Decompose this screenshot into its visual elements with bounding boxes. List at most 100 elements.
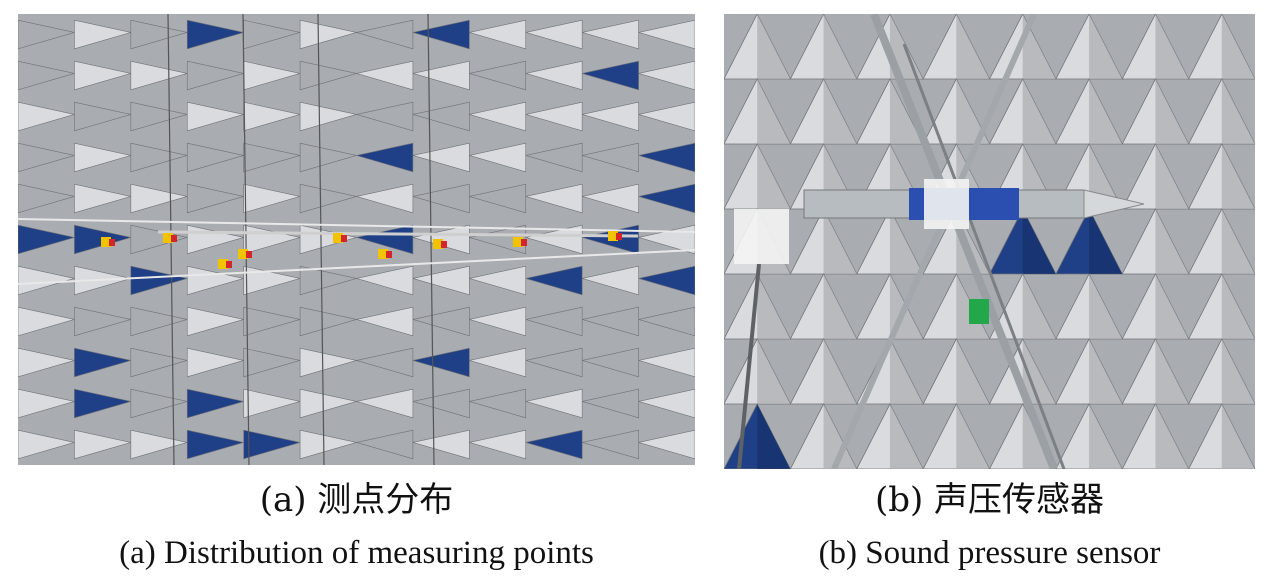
measuring-point-marker [238,249,248,259]
caption-a-english: (a) Distribution of measuring points [119,535,594,571]
foam-wedge [74,306,131,337]
foam-wedge [243,347,301,378]
foam-pyramid-shadow [1221,274,1255,339]
foam-wedge [299,183,357,214]
foam-wedge [74,429,131,460]
foam-wedge [469,306,527,337]
foam-wedge [74,347,131,378]
foam-wedge [412,388,470,419]
foam-pyramid-shadow [889,404,924,469]
foam-wedge [186,306,244,337]
foam-pyramid-shadow [1155,339,1189,404]
foam-wedge [130,429,188,460]
support-rod [157,230,639,238]
foam-wedge [525,224,583,255]
foam-wedge [74,60,131,91]
foam-wedge [186,347,244,378]
foam-pyramid-shadow [1089,274,1123,339]
foam-wedge [356,429,414,460]
foam-wedge [74,101,131,132]
foam-wedge [18,19,75,50]
foam-wedge [412,347,470,378]
foam-pyramid-shadow [1089,209,1123,274]
foam-pyramid-shadow [1089,404,1123,469]
foam-wedge [186,429,244,460]
foam-wedge [356,60,414,91]
foam-wedge [356,265,414,296]
foam-wedge [186,142,244,173]
foam-pyramid-shadow [1221,339,1255,404]
foam-wedge [525,429,583,460]
measuring-point-marker-tag [226,261,232,268]
foam-wedge [412,183,470,214]
foam-wedge [525,183,583,214]
foam-pyramid-shadow [1022,79,1056,144]
measuring-point-marker-tag [521,239,527,246]
foam-wedge [299,429,357,460]
foam-pyramid-shadow [823,14,857,79]
foam-wedge [638,142,695,173]
foam-wedge [582,306,639,337]
foam-wedge [469,429,527,460]
foam-wedge [18,265,75,296]
foam-pyramid-shadow [1089,79,1123,144]
foam-wedge [74,142,131,173]
foam-pyramid-shadow [1022,339,1056,404]
foam-wedge [469,183,527,214]
foam-pyramid-shadow [1022,14,1056,79]
foam-wedge [638,101,695,132]
foam-wedge [582,60,639,91]
foam-wedge [299,19,357,50]
support-wire [317,14,325,465]
white-tape [734,209,789,264]
foam-pyramid-shadow [823,274,857,339]
foam-wedge [412,142,470,173]
foam-pyramid-shadow [1221,144,1255,209]
foam-pyramid-shadow [1155,274,1189,339]
foam-wedge [525,19,583,50]
foam-wedge [130,60,188,91]
foam-wedge [525,265,583,296]
foam-wedge [356,388,414,419]
measuring-point-marker-tag [441,241,447,248]
foam-wedge [74,183,131,214]
foam-pyramid-shadow [757,144,791,209]
foam-wedge [186,388,244,419]
foam-wedge [243,265,301,296]
foam-wedge [130,183,188,214]
foam-wedge [582,142,639,173]
foam-wedge [638,388,695,419]
measuring-point-marker-tag [386,251,392,258]
foam-wedge [525,388,583,419]
foam-pyramid-shadow [1155,14,1189,79]
foam-pyramid-shadow [823,209,857,274]
foam-wedge [186,265,244,296]
support-wire [902,43,1066,469]
foam-wedge [525,306,583,337]
foam-wedge [638,19,695,50]
foam-wedge [18,429,75,460]
foam-wedge [638,347,695,378]
foam-wedge [412,19,470,50]
sound-pressure-sensor-photo [724,14,1255,469]
sensor-tip [1083,189,1145,219]
foam-wedge [412,60,470,91]
foam-wedge [18,183,75,214]
foam-pyramid-shadow [956,404,990,469]
measuring-point-marker-tag [109,239,115,246]
foam-wedge [130,306,188,337]
measuring-point-marker [513,237,523,247]
foam-wedge [469,142,527,173]
foam-pyramid-shadow [1155,404,1189,469]
foam-wedge [356,224,414,255]
foam-wedge [299,101,357,132]
foam-pyramid-shadow [757,274,791,339]
foam-wedge [186,183,244,214]
foam-wedge [469,101,527,132]
measuring-point-marker-tag [171,235,177,242]
foam-wedge [638,265,695,296]
measuring-point-marker [608,231,618,241]
foam-wedge [469,60,527,91]
foam-pyramid-shadow [757,404,791,469]
measuring-point-marker [433,239,443,249]
